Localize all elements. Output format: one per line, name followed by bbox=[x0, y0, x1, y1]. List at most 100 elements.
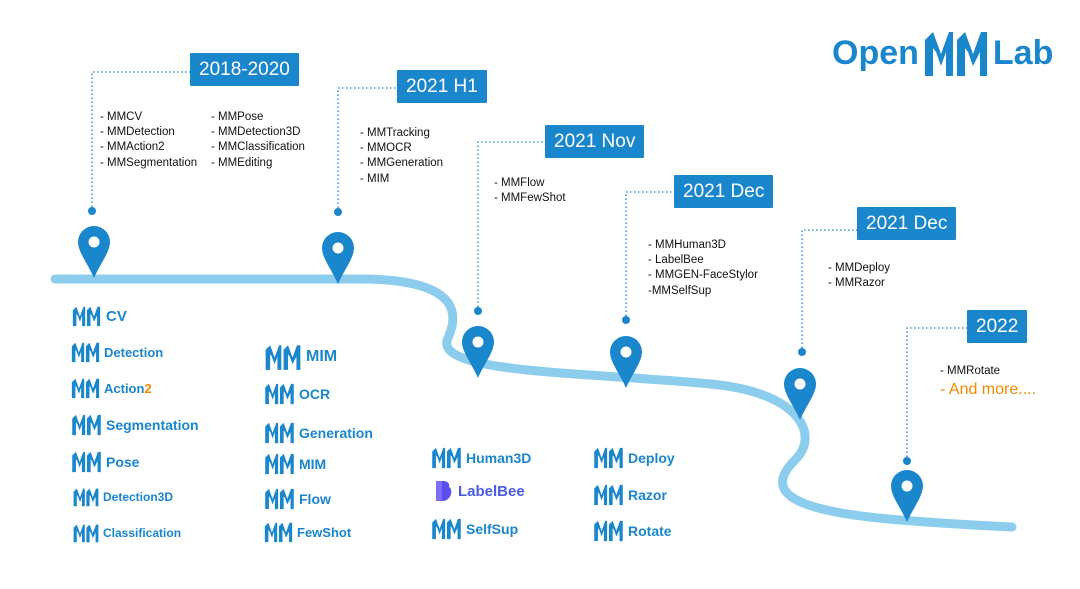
logo-mmselfsup: SelfSup bbox=[430, 517, 518, 540]
milestone-items-2021-h1: - MMTracking - MMOCR - MMGeneration - MI… bbox=[360, 126, 443, 187]
logo-mmcv: CV bbox=[70, 305, 127, 327]
leader-dot bbox=[798, 348, 806, 356]
logo-mim: MIM bbox=[263, 343, 337, 371]
mm-logo-icon bbox=[594, 520, 623, 542]
logo-text: Flow bbox=[299, 490, 331, 507]
map-pin-hole bbox=[794, 378, 806, 390]
milestone-item: - MMSegmentation bbox=[100, 156, 198, 169]
mm-logo-icon bbox=[265, 488, 294, 510]
milestone-item: - LabelBee bbox=[648, 254, 704, 267]
map-pin-hole bbox=[472, 336, 484, 348]
mm-logo-icon bbox=[594, 447, 623, 469]
logo-mmclassification: Classification bbox=[72, 523, 181, 543]
milestone-item: - MMClassification bbox=[211, 141, 305, 154]
labelbee-icon bbox=[436, 481, 452, 501]
logo-text: Detection3D bbox=[103, 490, 174, 504]
mm-logo-icon bbox=[73, 524, 99, 543]
brand-open-text: Open bbox=[832, 33, 919, 72]
year-label-2021-h1: 2021 H1 bbox=[397, 70, 487, 103]
logo-text: MIM bbox=[306, 348, 338, 365]
milestone-item: - MMFlow bbox=[494, 177, 545, 189]
milestone-item: - MMOCR bbox=[360, 142, 412, 155]
milestone-item: - MMRotate bbox=[940, 365, 1001, 377]
logo-text: SelfSup bbox=[466, 520, 519, 537]
logo-mmpose: Pose bbox=[70, 450, 139, 473]
logo-text: Deploy bbox=[628, 449, 675, 466]
logo-text: LabelBee bbox=[458, 482, 525, 500]
mm-logo-icon bbox=[594, 484, 623, 506]
milestone-item: - MMRazor bbox=[828, 277, 885, 290]
logo-mmdetection: Detection bbox=[70, 341, 163, 363]
milestone-items-2021-dec-2: - MMDeploy - MMRazor bbox=[828, 261, 890, 291]
year-label-2021-dec: 2021 Dec bbox=[674, 175, 774, 208]
map-pin-hole bbox=[901, 480, 913, 492]
logo-mmdeploy: Deploy bbox=[592, 446, 675, 469]
logo-mmaction2: Action2 bbox=[70, 377, 152, 399]
milestone-item: -MMSelfSup bbox=[648, 284, 712, 297]
mm-logo-icon bbox=[264, 522, 293, 543]
and-more-text: - And more.... bbox=[940, 381, 1037, 399]
map-pin-icon bbox=[322, 232, 354, 284]
mm-logo-icon bbox=[265, 422, 294, 444]
milestone-item: - MMFewShot bbox=[494, 192, 566, 205]
logo-text: Segmentation bbox=[106, 416, 199, 433]
year-label-2021-dec-2: 2021 Dec bbox=[857, 207, 957, 240]
logo-mmflow: Flow bbox=[263, 487, 331, 510]
logo-text: MIM bbox=[299, 455, 327, 472]
and-more-label: And more.... bbox=[948, 381, 1037, 399]
logo-mmrotate: Rotate bbox=[592, 519, 672, 542]
map-pin-icon bbox=[784, 368, 816, 420]
milestone-item: - MMGEN-FaceStylor bbox=[648, 269, 758, 282]
leader-line bbox=[906, 327, 967, 461]
milestone-items-2022: - MMRotate - And more.... bbox=[940, 364, 1036, 401]
logo-text-wrap: Action2 bbox=[104, 381, 152, 396]
logo-text: Pose bbox=[106, 453, 140, 470]
milestone-item: - MMDetection3D bbox=[211, 126, 301, 139]
logo-mmrazor: Razor bbox=[592, 483, 667, 506]
leader-dot bbox=[474, 307, 482, 315]
milestone-item: - MMTracking bbox=[360, 127, 430, 139]
brand-lab-text: Lab bbox=[992, 33, 1054, 72]
milestone-item: - MMEditing bbox=[211, 156, 273, 169]
milestone-item: - MMGeneration bbox=[360, 157, 444, 170]
map-pin-icon bbox=[610, 336, 642, 388]
logo-text: Detection bbox=[104, 344, 164, 360]
openmmlab-logo: Open Lab bbox=[832, 28, 1053, 78]
milestone-item: - MMAction2 bbox=[100, 141, 165, 154]
logo-text: Human3D bbox=[466, 449, 532, 466]
leader-dot bbox=[903, 457, 911, 465]
logo-text: OCR bbox=[299, 385, 331, 402]
leader-line bbox=[91, 71, 190, 211]
logo-text: Action bbox=[104, 380, 145, 396]
logo-mmocr: OCR bbox=[263, 382, 330, 405]
milestone-item: - MMDeploy bbox=[828, 262, 890, 274]
map-pin-icon bbox=[78, 226, 110, 278]
year-label-2018-2020: 2018-2020 bbox=[190, 53, 299, 86]
leader-line bbox=[477, 141, 545, 311]
milestone-item: - MMCV bbox=[100, 111, 143, 123]
mm-logo-icon bbox=[71, 342, 100, 363]
logo-text-highlight: 2 bbox=[144, 380, 152, 396]
logo-mmmim: MIM bbox=[263, 452, 326, 475]
logo-mmsegmentation: Segmentation bbox=[70, 413, 199, 436]
logo-text: Razor bbox=[628, 486, 667, 503]
road-path bbox=[50, 274, 1017, 532]
logo-mmhuman3d: Human3D bbox=[430, 446, 531, 469]
map-pin-hole bbox=[88, 236, 100, 248]
leader-line bbox=[337, 87, 397, 212]
milestone-item: - MMPose bbox=[211, 111, 264, 123]
mm-logo-icon bbox=[265, 345, 301, 370]
logo-text: Generation bbox=[299, 424, 373, 441]
map-pin-hole bbox=[620, 346, 632, 358]
mm-logo-icon bbox=[72, 306, 101, 327]
mm-logo-icon bbox=[265, 453, 294, 475]
milestone-items-2021-nov: - MMFlow - MMFewShot bbox=[494, 176, 566, 206]
mm-logo-icon bbox=[924, 32, 987, 76]
map-pin-hole bbox=[332, 242, 344, 254]
leader-dot bbox=[334, 208, 342, 216]
milestone-item: - MIM bbox=[360, 172, 390, 185]
logo-text: Classification bbox=[103, 526, 182, 540]
mm-logo-icon bbox=[72, 451, 101, 473]
milestone-item: - MMDetection bbox=[100, 126, 175, 139]
